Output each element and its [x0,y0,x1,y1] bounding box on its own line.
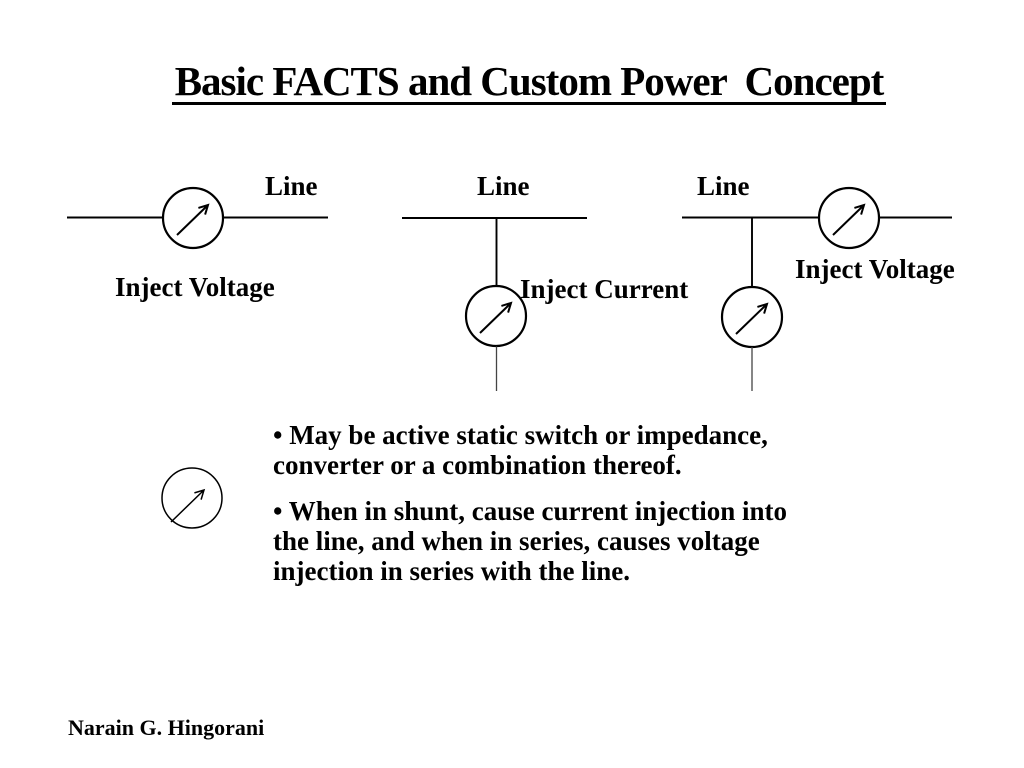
legend-device-symbol [161,467,223,529]
ne-arrow-icon [479,301,513,334]
bullet-line: • When in shunt, cause current injection… [273,496,788,526]
line-label: Line [697,171,750,201]
slide-title-text: Basic FACTS and Custom Power Concept [171,60,887,105]
caption-inject-current: Inject Current [520,274,689,304]
line-label: Line [477,171,530,201]
diagram-series-and-shunt [682,186,952,391]
author-name: Narain G. Hingorani [68,715,265,740]
slide-title: Basic FACTS and Custom Power Concept [0,60,1024,105]
caption-inject-voltage: Inject Voltage [795,254,955,284]
injection-device-icon [464,284,528,348]
diagram-series-voltage [67,186,328,250]
injection-device-icon [161,186,225,250]
bullet-line: injection in series with the line. [273,556,630,586]
bullet-list: • May be active static switch or impedan… [273,420,793,586]
injection-device-icon [161,467,223,529]
caption-inject-voltage: Inject Voltage [115,272,275,302]
line-label: Line [265,171,318,201]
ne-arrow-icon [832,203,866,236]
injection-device-icon [817,186,881,250]
diagram-shunt-current [402,217,587,391]
ne-arrow-icon [735,302,769,335]
bullet-line: the line, and when in series, causes vol… [273,526,760,556]
ne-arrow-icon [170,488,206,523]
bullet-line: • May be active static switch or impedan… [273,420,768,450]
injection-device-icon [720,285,784,349]
bullet-item: • May be active static switch or impedan… [273,420,793,480]
ne-arrow-icon [176,203,210,236]
bullet-item: • When in shunt, cause current injection… [273,496,793,586]
bullet-line: converter or a combination thereof. [273,450,682,480]
